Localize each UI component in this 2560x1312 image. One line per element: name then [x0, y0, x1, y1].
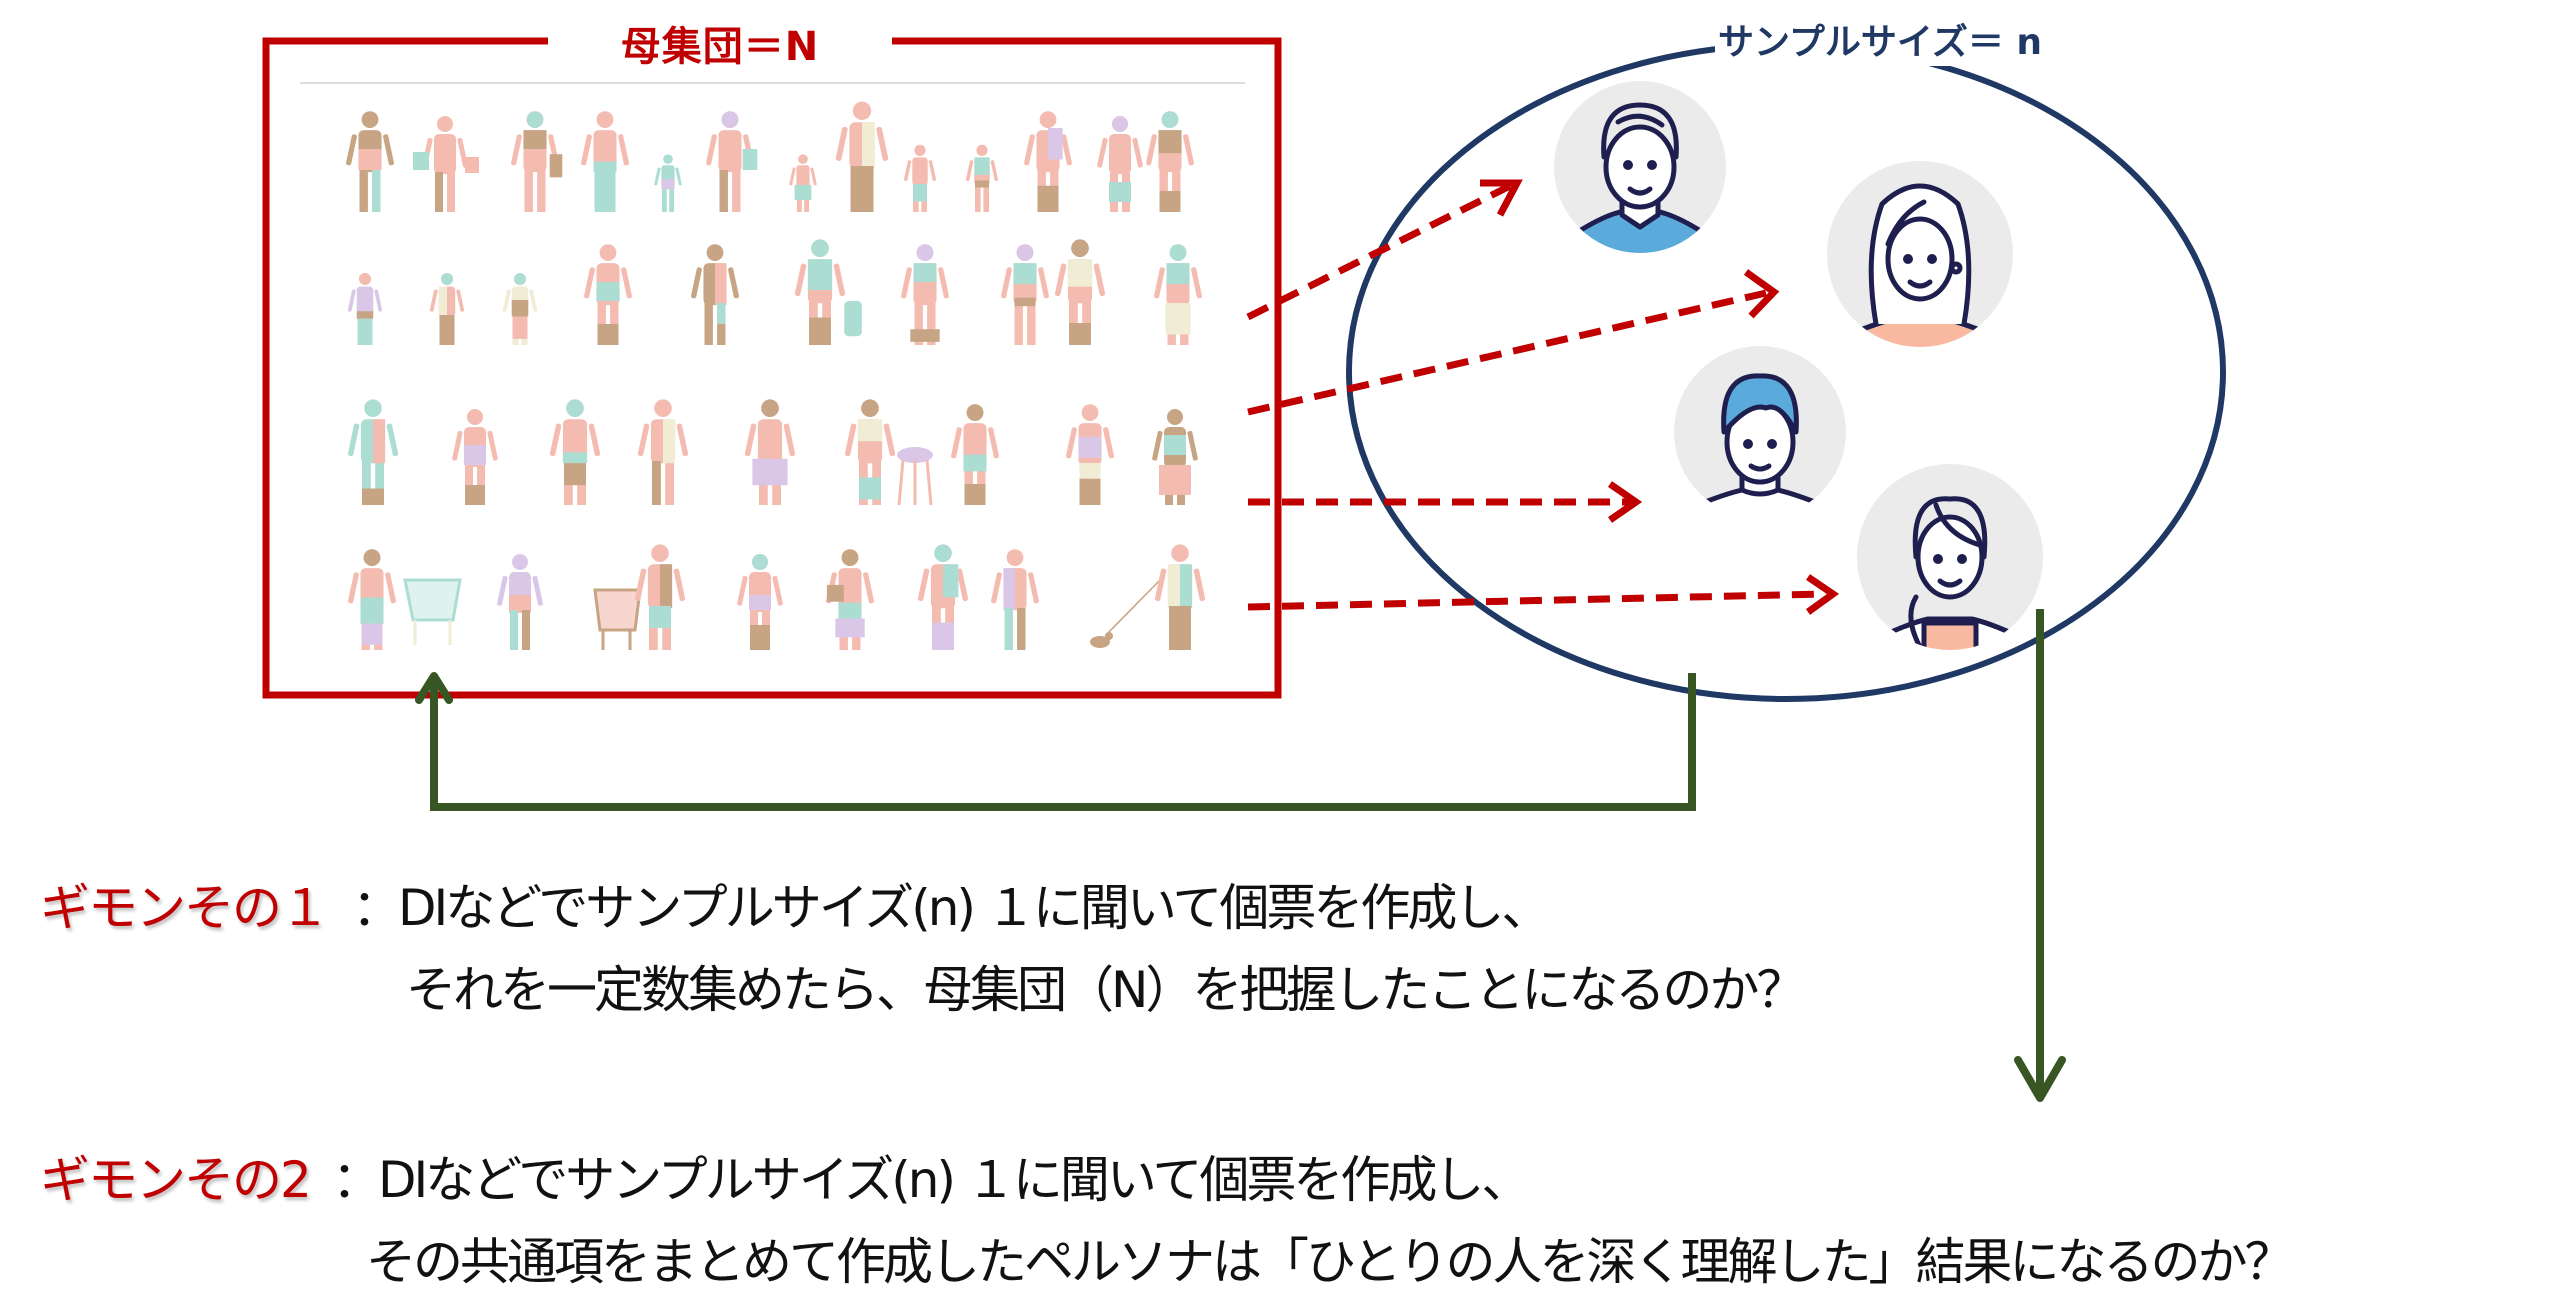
- question-2-line-1: DIなどでサンプルサイズ(n) １に聞いて個票を作成し、: [378, 1151, 1531, 1209]
- dashed-arrow-2: [1247, 269, 1780, 416]
- dashed-arrow-3: [1248, 481, 1643, 523]
- question-1-colon: ：: [352, 879, 402, 937]
- figure-row-3: [347, 399, 1199, 506]
- population-figures: [345, 101, 1206, 650]
- avatar-2: [1827, 161, 2013, 347]
- arrow-to-question-2: [2014, 609, 2066, 1102]
- feedback-arrow-to-population: [415, 672, 1696, 811]
- figure-row-1: [345, 101, 1195, 212]
- avatar-1: [1554, 81, 1726, 253]
- sampling-arrows: [1246, 179, 1840, 615]
- sample-size-title: サンプルサイズ＝ n: [1715, 12, 2045, 66]
- figure-row-4: [347, 544, 1206, 650]
- question-1-line-2: それを一定数集めたら、母集団（N）を把握したことになるのか？: [406, 961, 1806, 1019]
- avatar-3: [1674, 346, 1846, 518]
- question-1-label: ギモンその１: [40, 879, 330, 937]
- question-1-line-1: DIなどでサンプルサイズ(n) １に聞いて個票を作成し、: [398, 879, 1551, 937]
- dashed-arrow-4: [1247, 574, 1840, 615]
- population-title: 母集団＝N: [548, 18, 892, 70]
- question-2-colon: ：: [332, 1151, 382, 1209]
- question-2-line-2: その共通項をまとめて作成したペルソナは「ひとりの人を深く理解した」結果になるのか…: [366, 1233, 2294, 1291]
- dashed-arrow-1: [1246, 179, 1523, 321]
- figure-row-2: [347, 239, 1203, 345]
- avatar-4: [1857, 464, 2043, 650]
- question-2-label: ギモンその2: [40, 1151, 312, 1209]
